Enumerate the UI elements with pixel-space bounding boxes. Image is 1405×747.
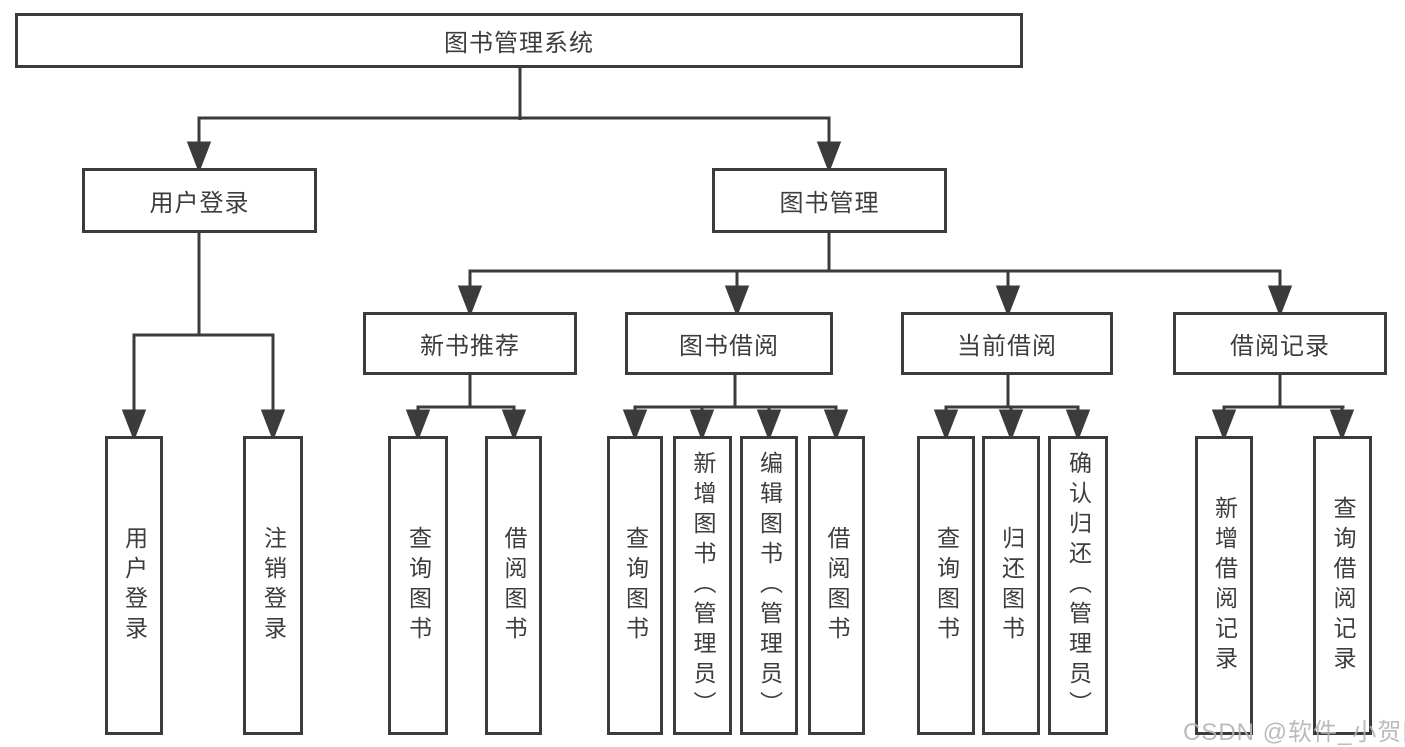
leaf-borrow-books-recommend: 借阅图书	[485, 436, 542, 735]
leaf-query-books-borrow: 查询图书	[607, 436, 663, 735]
node-user-login-label: 用户登录	[149, 190, 250, 217]
leaf-label: 查询图书	[933, 525, 960, 646]
arrow-icon	[995, 285, 1021, 318]
node-book-management: 图书管理	[712, 168, 947, 233]
node-book-borrow-label: 图书借阅	[679, 333, 779, 360]
arrow-icon	[756, 409, 782, 442]
leaf-return-books: 归还图书	[982, 436, 1040, 735]
leaf-label: 确认归还（管理员）	[1065, 450, 1092, 721]
leaf-label: 借阅图书	[824, 525, 850, 646]
arrow-icon	[689, 409, 715, 442]
root-box-library-management-system: 图书管理系统	[15, 13, 1023, 68]
leaf-user-login: 用户登录	[105, 436, 163, 735]
leaf-query-borrow-record: 查询借阅记录	[1313, 436, 1372, 735]
leaf-user-login-label: 用户登录	[121, 525, 148, 646]
leaf-query-books-current: 查询图书	[917, 436, 975, 735]
leaf-edit-books-admin: 编辑图书（管理员）	[740, 436, 798, 735]
arrow-icon	[933, 409, 959, 442]
arrow-icon	[823, 409, 849, 442]
node-book-management-label: 图书管理	[779, 190, 880, 217]
leaf-add-books-admin: 新增图书（管理员）	[673, 436, 732, 735]
arrow-icon	[1329, 409, 1355, 442]
leaf-label: 查询图书	[622, 525, 649, 646]
leaf-logout-login-label: 注销登录	[260, 525, 287, 646]
leaf-query-books-recommend: 查询图书	[388, 436, 448, 735]
leaf-label: 新增借阅记录	[1211, 495, 1238, 676]
root-box-label: 图书管理系统	[444, 30, 594, 57]
arrow-icon	[405, 409, 431, 442]
node-current-borrow-label: 当前借阅	[957, 333, 1057, 360]
leaf-borrow-books: 借阅图书	[808, 436, 865, 735]
leaf-label: 编辑图书（管理员）	[756, 450, 783, 721]
arrow-icon	[724, 285, 750, 318]
leaf-add-borrow-record: 新增借阅记录	[1195, 436, 1253, 735]
arrow-icon	[1211, 409, 1237, 442]
node-current-borrow: 当前借阅	[901, 312, 1113, 375]
arrow-icon	[457, 285, 483, 318]
node-borrow-record: 借阅记录	[1173, 312, 1387, 375]
node-book-borrow: 图书借阅	[625, 312, 833, 375]
leaf-label: 借阅图书	[501, 525, 527, 646]
csdn-watermark: CSDN @软件_小贺同学	[1183, 719, 1405, 746]
leaf-label: 新增图书（管理员）	[690, 450, 716, 721]
arrow-icon	[816, 141, 842, 174]
arrow-icon	[1267, 285, 1293, 318]
arrow-icon	[1065, 409, 1091, 442]
leaf-confirm-return-admin: 确认归还（管理员）	[1048, 436, 1108, 735]
arrow-icon	[622, 409, 648, 442]
leaf-logout-login: 注销登录	[243, 436, 303, 735]
arrow-icon	[501, 409, 527, 442]
leaf-label: 归还图书	[998, 525, 1025, 646]
leaf-label: 查询借阅记录	[1330, 495, 1356, 676]
node-new-book-recommend: 新书推荐	[363, 312, 577, 375]
arrow-icon	[998, 409, 1024, 442]
leaf-label: 查询图书	[405, 525, 432, 646]
node-borrow-record-label: 借阅记录	[1230, 333, 1330, 360]
arrow-icon	[260, 409, 286, 442]
arrow-icon	[121, 409, 147, 442]
arrow-icon	[186, 141, 212, 174]
node-new-book-recommend-label: 新书推荐	[420, 333, 520, 360]
node-user-login: 用户登录	[82, 168, 317, 233]
